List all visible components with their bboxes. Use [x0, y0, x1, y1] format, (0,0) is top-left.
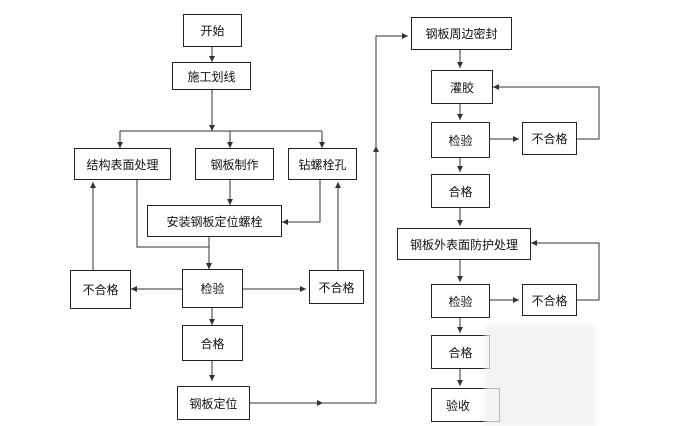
node-layout: 施工划线	[172, 62, 251, 90]
edge-position-seal	[250, 33, 408, 404]
node-fabricate: 钢板制作	[195, 148, 274, 180]
node-pass-3: 合格	[431, 335, 490, 369]
edge-drill-bolts	[282, 180, 321, 225]
node-drill: 钻螺栓孔	[288, 148, 357, 180]
node-surface: 结构表面处理	[74, 148, 171, 180]
edge-fail3-protect	[531, 240, 600, 301]
node-fail-right: 不合格	[309, 270, 364, 304]
node-start: 开始	[183, 14, 242, 47]
node-grout: 灌胶	[431, 70, 493, 104]
watermark-blur	[485, 325, 595, 426]
node-bolts: 安装钢板定位螺栓	[147, 205, 282, 237]
node-fail-3: 不合格	[522, 284, 577, 316]
edge-fail2-grout	[493, 84, 600, 140]
node-position: 钢板定位	[177, 386, 250, 420]
node-fail-left: 不合格	[70, 270, 131, 309]
node-inspect-2: 检验	[431, 122, 490, 158]
node-fail-2: 不合格	[522, 122, 577, 155]
node-inspect-3: 检验	[431, 284, 490, 318]
node-pass-2: 合格	[431, 174, 490, 208]
node-protect: 钢板外表面防护处理	[397, 228, 531, 260]
node-inspect-1: 检验	[182, 269, 243, 308]
node-pass-1: 合格	[182, 325, 243, 361]
node-seal: 钢板周边密封	[411, 17, 512, 50]
